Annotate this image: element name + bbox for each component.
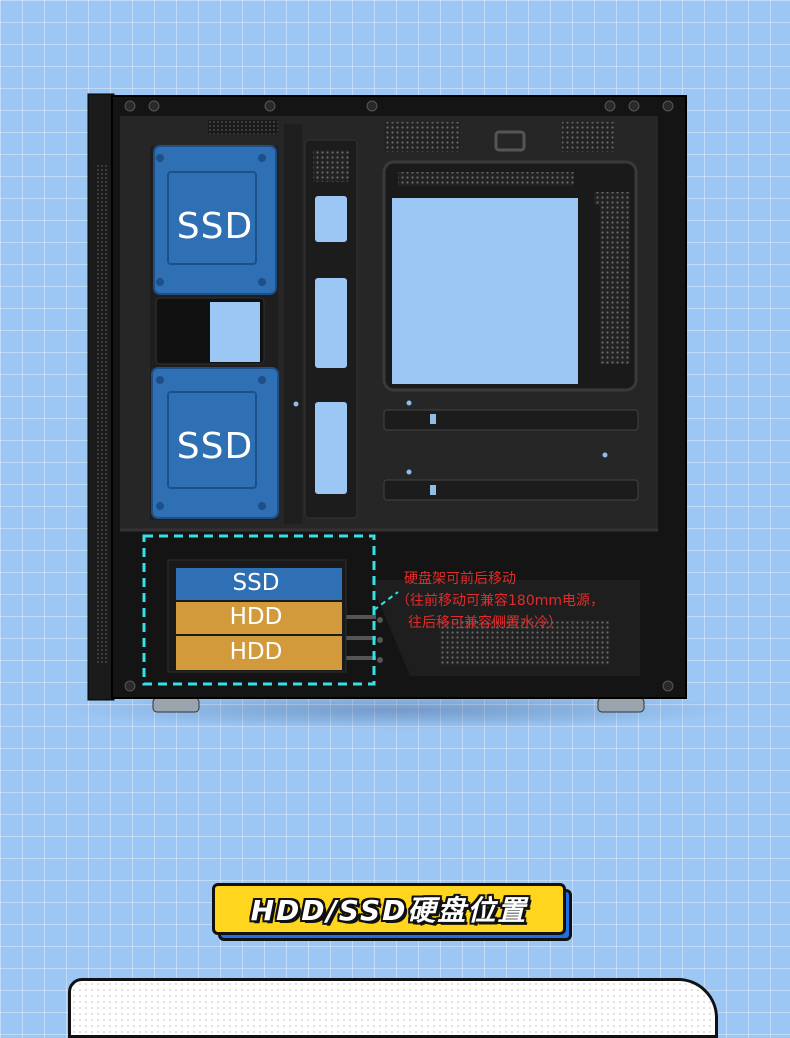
ssd-top-tray bbox=[153, 145, 277, 295]
top-vent-right bbox=[562, 122, 614, 152]
cable-mesh bbox=[313, 150, 349, 182]
note-pointer bbox=[373, 591, 399, 611]
top-bracket bbox=[494, 130, 526, 152]
section-title: HDD/SSD硬盘位置 bbox=[250, 894, 528, 927]
case-foot-right bbox=[597, 697, 645, 713]
ssd-middle-tray bbox=[151, 367, 279, 519]
section-title-badge: HDD/SSD硬盘位置 bbox=[212, 883, 572, 941]
cage-hdd-1 bbox=[176, 602, 342, 634]
note-line-3: 往后移可兼容侧置水冷） bbox=[408, 615, 562, 631]
cpu-cutout-top-mesh bbox=[398, 172, 574, 186]
expansion-slot-2 bbox=[383, 479, 639, 501]
title-badge-face: HDD/SSD硬盘位置 bbox=[212, 883, 566, 935]
cage-ssd bbox=[176, 568, 342, 600]
case-foot-left bbox=[152, 697, 200, 713]
top-vent-left bbox=[208, 120, 278, 134]
ssd-top-label: SSD bbox=[176, 206, 254, 247]
note-line-2: （往前移动可兼容180mm电源， bbox=[396, 593, 604, 609]
cage-ssd-label: SSD bbox=[232, 570, 280, 596]
top-vent-mid bbox=[384, 122, 460, 152]
cable-hole-3 bbox=[315, 402, 347, 494]
note-line-1: 硬盘架可前后移动 bbox=[404, 571, 516, 587]
cable-hole-1 bbox=[315, 196, 347, 242]
column-divider bbox=[284, 124, 302, 524]
frame-screws bbox=[124, 100, 674, 692]
next-section-panel bbox=[68, 978, 718, 1038]
ssd-middle-label: SSD bbox=[176, 426, 254, 467]
cage-hdd-2-label: HDD bbox=[229, 639, 283, 665]
cage-hdd-1-label: HDD bbox=[229, 604, 283, 630]
case-illustration: SSD SSD SSD HDD HDD 硬盘架可前后移动 （往前移动可兼容180… bbox=[60, 93, 740, 730]
cable-hole-2 bbox=[315, 278, 347, 368]
psu-mesh bbox=[440, 620, 610, 666]
front-mesh bbox=[95, 165, 107, 665]
pc-case-drawing bbox=[87, 93, 687, 713]
cage-hdd-2 bbox=[176, 636, 342, 670]
expansion-slot-1 bbox=[383, 409, 639, 431]
cpu-cutout-window bbox=[392, 198, 578, 384]
